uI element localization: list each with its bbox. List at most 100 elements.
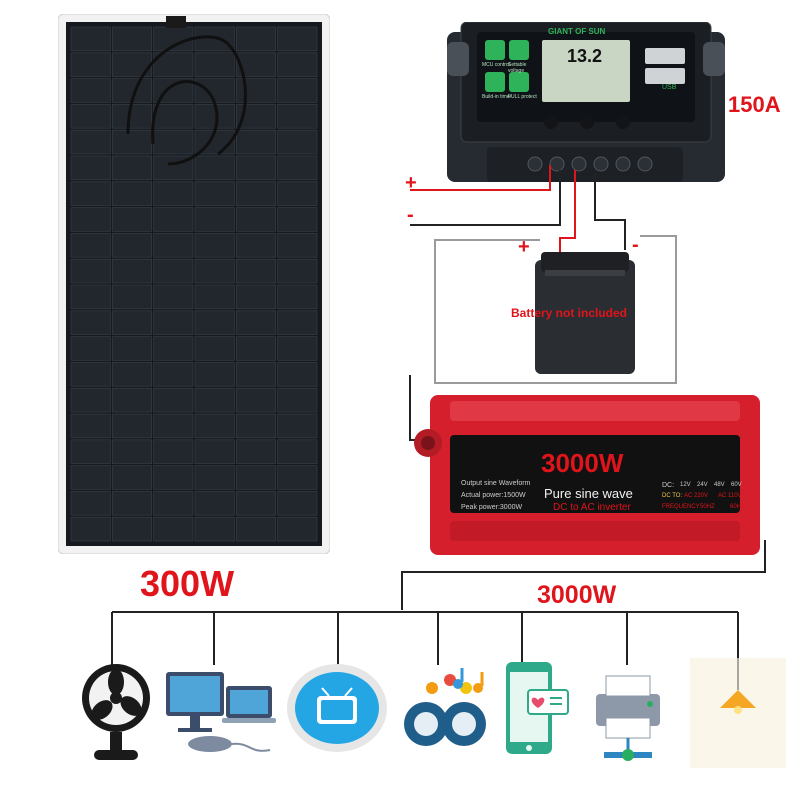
controller-mode-3: Build-in timer bbox=[482, 94, 512, 100]
solar-cell bbox=[236, 233, 276, 258]
panel-power-label: 300W bbox=[140, 563, 235, 604]
controller-mode-1: MCU control bbox=[482, 62, 510, 68]
solar-cell bbox=[112, 491, 152, 516]
solar-cell bbox=[70, 78, 111, 103]
solar-cell bbox=[194, 465, 235, 490]
solar-cell bbox=[70, 387, 111, 413]
solar-cell bbox=[194, 516, 235, 542]
inverter-frequency-50: 50HZ bbox=[700, 504, 715, 510]
solar-cell bbox=[112, 233, 152, 258]
solar-cell bbox=[70, 258, 111, 284]
solar-cell bbox=[277, 413, 318, 439]
solar-cell bbox=[70, 181, 111, 206]
solar-cell bbox=[153, 516, 194, 542]
solar-cell bbox=[112, 439, 152, 464]
solar-cell bbox=[236, 387, 276, 413]
solar-cell bbox=[153, 284, 194, 310]
desktop-laptop-icon bbox=[166, 672, 276, 752]
solar-cell bbox=[153, 207, 194, 232]
solar-cell bbox=[70, 516, 111, 542]
battery-note: Battery not included bbox=[511, 306, 628, 320]
solar-cell bbox=[277, 439, 318, 464]
solar-cell bbox=[153, 465, 194, 490]
solar-cell bbox=[70, 52, 111, 77]
solar-cell bbox=[70, 310, 111, 335]
inverter-dc-60v: 60V bbox=[731, 482, 742, 488]
controller-current-label: 150A bbox=[728, 92, 781, 117]
controller-usb-label: USB bbox=[662, 84, 677, 91]
solar-cell bbox=[277, 129, 318, 155]
solar-cell bbox=[194, 491, 235, 516]
fan-icon bbox=[82, 664, 150, 760]
solar-cell bbox=[194, 439, 235, 464]
solar-cell bbox=[277, 336, 318, 361]
solar-cell bbox=[236, 129, 276, 155]
solar-cell bbox=[277, 284, 318, 310]
battery-plus-label: + bbox=[518, 236, 530, 258]
inverter-main-power: 3000W bbox=[541, 448, 624, 478]
solar-cell bbox=[153, 78, 194, 103]
solar-cell bbox=[236, 52, 276, 77]
inverter-wave-type: Pure sine wave bbox=[544, 486, 633, 501]
solar-cell bbox=[236, 439, 276, 464]
battery bbox=[535, 252, 635, 374]
solar-cell bbox=[236, 491, 276, 516]
solar-cell bbox=[194, 181, 235, 206]
solar-cell bbox=[194, 258, 235, 284]
solar-cell bbox=[236, 310, 276, 335]
solar-cell bbox=[112, 258, 152, 284]
solar-cell bbox=[194, 387, 235, 413]
controller-display-value: 13.2 bbox=[567, 46, 603, 66]
inverter-dc-24v: 24V bbox=[697, 482, 708, 488]
solar-cell bbox=[70, 26, 111, 52]
solar-cell bbox=[194, 155, 235, 181]
inverter-ac-110: AC 110V bbox=[718, 493, 742, 499]
solar-cell bbox=[70, 413, 111, 439]
inverter-frequency-60: 60HZ bbox=[730, 504, 745, 510]
solar-cell bbox=[194, 310, 235, 335]
lamp-icon bbox=[690, 658, 786, 768]
solar-cell bbox=[112, 516, 152, 542]
solar-cell bbox=[70, 233, 111, 258]
solar-cell bbox=[277, 104, 318, 129]
solar-cell bbox=[112, 284, 152, 310]
solar-cell bbox=[236, 258, 276, 284]
solar-cell bbox=[112, 387, 152, 413]
solar-cell bbox=[194, 52, 235, 77]
solar-cell bbox=[236, 413, 276, 439]
solar-cell bbox=[277, 26, 318, 52]
solar-cell bbox=[277, 491, 318, 516]
inverter-spec-title: Output sine Waveform bbox=[461, 480, 531, 487]
controller-mode-2: Settable voltage bbox=[508, 62, 527, 74]
solar-cell bbox=[153, 310, 194, 335]
solar-cell bbox=[70, 336, 111, 361]
solar-cell bbox=[153, 491, 194, 516]
inverter-dc-label: DC: bbox=[662, 482, 675, 489]
controller-brand: GIANT OF SUN bbox=[548, 27, 606, 36]
solar-cell bbox=[112, 413, 152, 439]
solar-cell bbox=[194, 233, 235, 258]
solar-cell bbox=[236, 26, 276, 52]
solar-cell bbox=[194, 336, 235, 361]
solar-cell bbox=[70, 491, 111, 516]
solar-cell bbox=[70, 104, 111, 129]
solar-cell bbox=[70, 465, 111, 490]
inverter-dc-48v: 48V bbox=[714, 482, 725, 488]
solar-cell bbox=[153, 413, 194, 439]
solar-cell bbox=[153, 387, 194, 413]
solar-cell bbox=[112, 181, 152, 206]
solar-cell bbox=[277, 387, 318, 413]
smartphone-icon bbox=[506, 662, 569, 754]
printer-icon bbox=[596, 675, 660, 761]
inverter-ac-label: DC TO: bbox=[662, 493, 683, 499]
solar-cell bbox=[277, 78, 318, 103]
solar-panel bbox=[58, 14, 330, 554]
solar-cell bbox=[277, 516, 318, 542]
solar-cell bbox=[153, 439, 194, 464]
solar-cell bbox=[194, 362, 235, 387]
solar-cell bbox=[70, 439, 111, 464]
solar-cell bbox=[277, 465, 318, 490]
inverter-conversion: DC to AC inverter bbox=[553, 502, 631, 513]
solar-cell bbox=[194, 284, 235, 310]
